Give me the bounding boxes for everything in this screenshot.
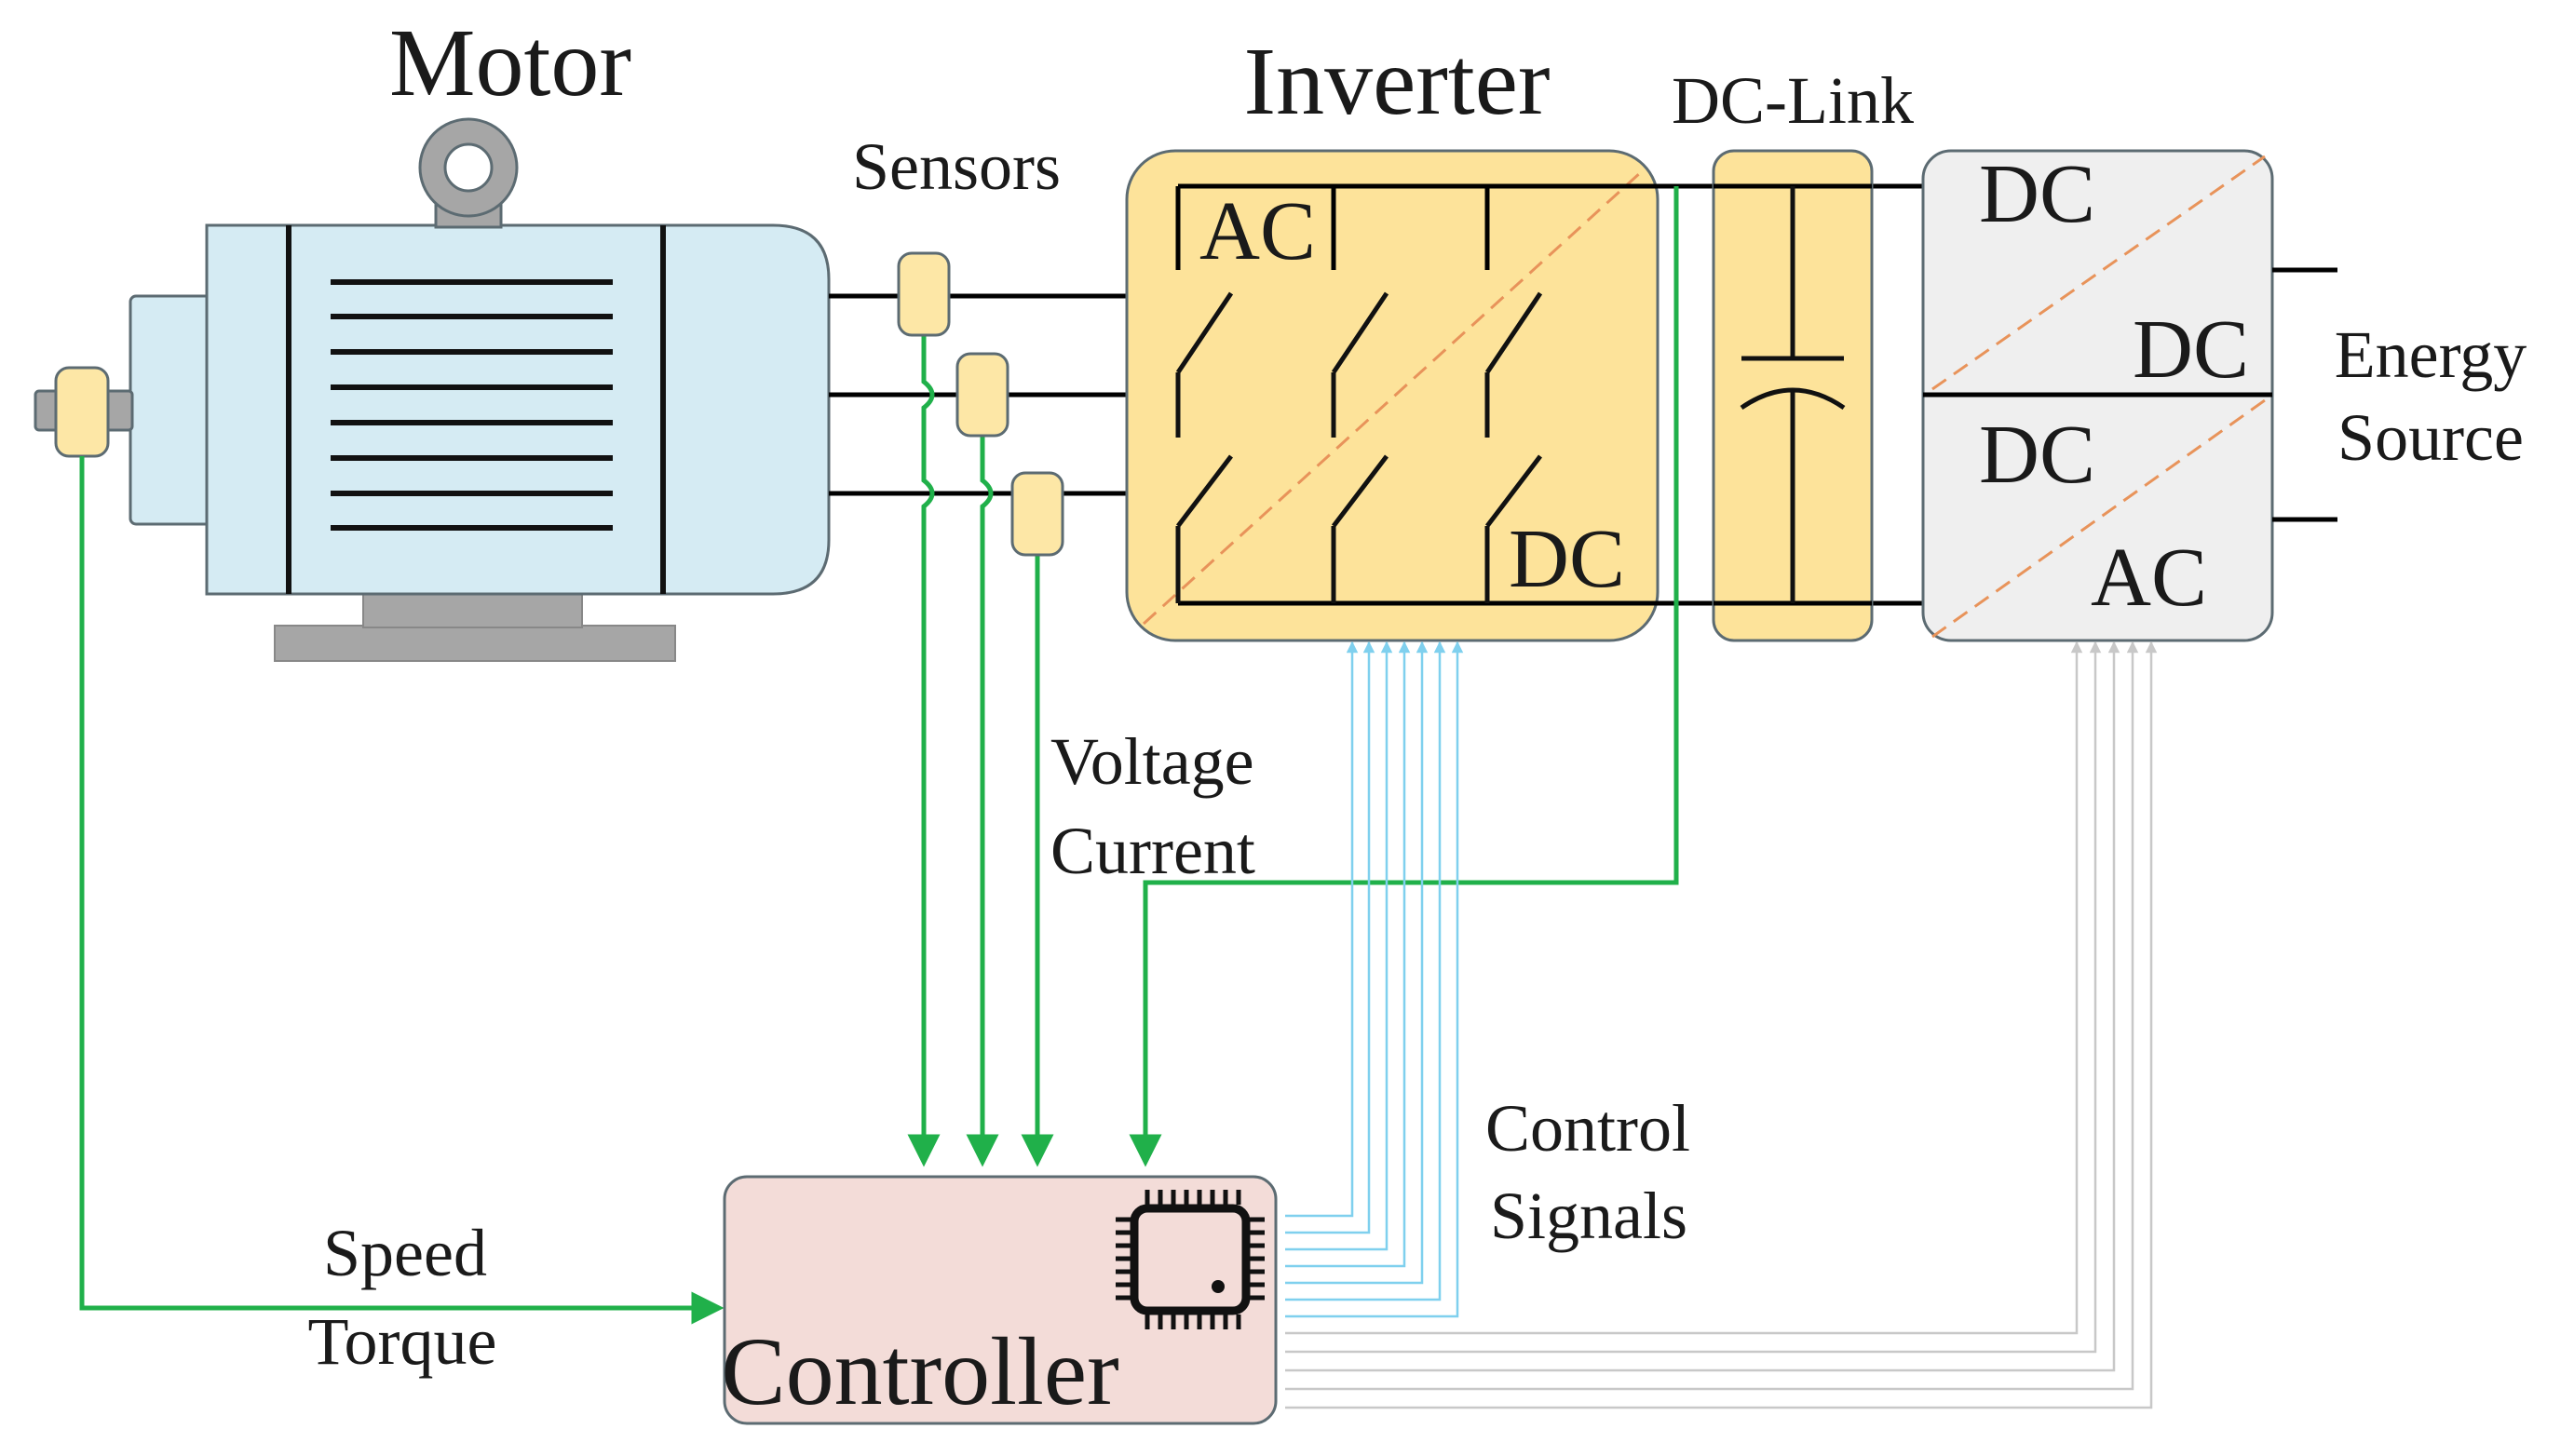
converter-top-diagonal bbox=[1931, 155, 2266, 391]
converter-bottom-ac: AC bbox=[2091, 532, 2207, 624]
inverter-label: Inverter bbox=[1243, 28, 1550, 135]
converter-top-dc1: DC bbox=[1979, 148, 2095, 240]
dc-voltage-feedback-line bbox=[1129, 186, 1679, 1167]
dc-link-label: DC-Link bbox=[1672, 63, 1914, 138]
energy-source-label-1: Energy bbox=[2335, 317, 2527, 392]
inverter-dc-label: DC bbox=[1509, 513, 1625, 605]
converter-top-dc2: DC bbox=[2133, 303, 2249, 396]
control-signals-label-1: Control bbox=[1485, 1091, 1690, 1166]
inverter-ac-label: AC bbox=[1199, 185, 1316, 277]
current-feedback-lines bbox=[907, 326, 1054, 1167]
speed-label: Speed bbox=[323, 1216, 487, 1290]
inverter-switches bbox=[1175, 291, 1543, 603]
converter-control-lines bbox=[1285, 640, 2158, 1409]
torque-label: Torque bbox=[308, 1304, 497, 1379]
converter-bottom-dc: DC bbox=[1979, 409, 2095, 501]
inverter-control-lines bbox=[1285, 640, 1464, 1318]
controller-label: Controller bbox=[721, 1318, 1118, 1425]
capacitor-icon bbox=[1740, 186, 1846, 603]
motor-label: Motor bbox=[389, 9, 631, 116]
energy-source-terminals bbox=[2272, 267, 2337, 522]
motor-fins bbox=[331, 279, 613, 531]
sensor-phase-a bbox=[897, 251, 951, 337]
converter: DC DC DC AC bbox=[1921, 148, 2274, 642]
current-label: Current bbox=[1050, 814, 1255, 888]
shaft-sensor bbox=[54, 366, 110, 458]
energy-source-label-2: Source bbox=[2337, 400, 2524, 475]
dc-link bbox=[1658, 149, 1923, 642]
motor-base bbox=[274, 625, 676, 662]
inverter-diagonal bbox=[1142, 170, 1643, 626]
motor-lifting-eye bbox=[418, 117, 519, 229]
inverter: AC DC bbox=[1125, 149, 1660, 642]
motor-end-plate bbox=[129, 294, 216, 526]
voltage-label: Voltage bbox=[1050, 724, 1254, 799]
sensor-phase-c bbox=[1010, 471, 1064, 557]
chip-icon bbox=[1116, 1190, 1265, 1329]
phase-sensors bbox=[897, 251, 1064, 557]
control-signals-label-2: Signals bbox=[1490, 1179, 1687, 1253]
controller: Controller bbox=[721, 1175, 1278, 1425]
converter-bottom-diagonal bbox=[1931, 398, 2266, 639]
motor-foot bbox=[362, 593, 583, 628]
speed-torque-feedback-line bbox=[79, 456, 725, 1325]
sensor-phase-b bbox=[955, 352, 1009, 438]
sensors-label: Sensors bbox=[852, 129, 1061, 204]
motor bbox=[34, 117, 831, 662]
